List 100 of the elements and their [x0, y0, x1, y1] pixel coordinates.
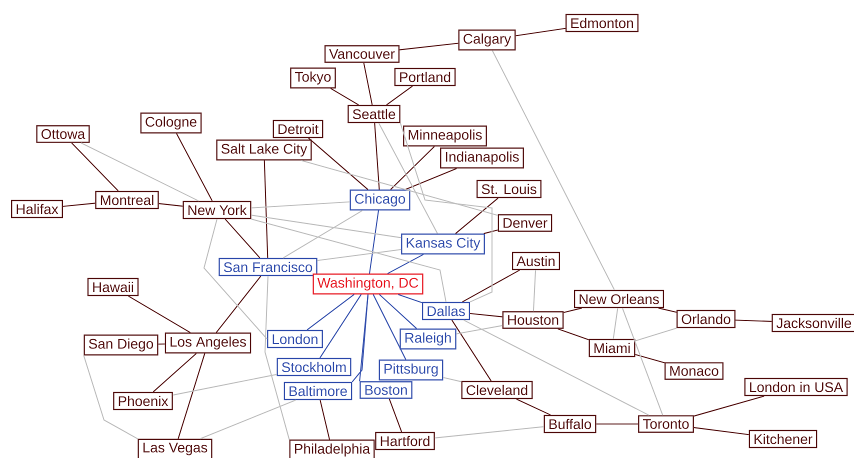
connector-line — [319, 294, 362, 358]
connector-line — [264, 276, 290, 440]
connector-line — [612, 308, 618, 339]
connector-line — [456, 325, 502, 334]
city-box: Stockholm — [276, 358, 352, 376]
connector-line — [443, 376, 462, 382]
connector-line — [224, 218, 260, 258]
city-box: London in USA — [744, 378, 848, 396]
connector-line — [363, 62, 373, 106]
city-box: New Orleans — [574, 290, 664, 308]
connector-line — [158, 203, 183, 207]
connector-line — [463, 320, 650, 416]
connector-line — [434, 426, 544, 438]
connector-line — [264, 160, 268, 258]
city-box: Denver — [498, 214, 552, 232]
city-box: Hawaii — [87, 278, 139, 296]
city-box: Calgary — [458, 30, 516, 50]
city-box: Jacksonville — [772, 314, 854, 332]
connector-line — [152, 353, 197, 392]
city-box: Hartford — [375, 432, 435, 450]
city-box: Pittsburg — [378, 360, 444, 380]
connector-line — [330, 88, 359, 106]
city-box: Montreal — [95, 190, 159, 210]
connector-line — [203, 218, 268, 340]
connector-line — [178, 353, 206, 439]
connector-line — [368, 210, 380, 274]
connector-line — [516, 398, 551, 416]
connector-line — [372, 294, 406, 360]
city-box: Washington, DC — [312, 274, 424, 294]
connector-line — [558, 328, 589, 340]
city-box: Chicago — [350, 190, 410, 210]
city-box: Toronto — [638, 415, 694, 433]
connector-line — [176, 133, 213, 202]
city-box: Kitchener — [748, 430, 818, 448]
city-box: Buffalo — [544, 414, 596, 434]
connector-line — [378, 122, 438, 234]
connector-line — [388, 398, 402, 432]
connector-line — [80, 142, 199, 202]
city-box: Cleveland — [461, 380, 533, 400]
city-box: Las Vegas — [138, 438, 212, 458]
connector-line — [216, 276, 262, 333]
city-box: Edmonton — [566, 14, 639, 32]
connector-line — [635, 328, 677, 342]
city-box: Indianapolis — [440, 148, 524, 168]
city-box: Los Angeles — [164, 332, 252, 354]
connector-line — [622, 308, 664, 416]
connector-line — [398, 294, 422, 304]
city-box: Seattle — [348, 104, 400, 124]
city-box: Ottowa — [36, 125, 90, 143]
connector-line — [484, 229, 498, 234]
connector-line — [251, 214, 402, 238]
connector-line — [596, 423, 638, 425]
connector-line — [251, 201, 350, 208]
connector-line — [306, 294, 354, 330]
connector-line — [386, 86, 413, 106]
connector-line — [251, 218, 447, 302]
connector-line — [694, 396, 764, 417]
city-box: Orlando — [676, 310, 736, 328]
connector-line — [400, 42, 458, 50]
connector-line — [71, 142, 119, 192]
city-box: Vancouver — [324, 45, 400, 63]
connector-line — [172, 374, 277, 396]
city-box: Minneapolis — [403, 126, 487, 146]
city-box: Baltimore — [284, 382, 352, 400]
connector-line — [62, 202, 96, 207]
connector-line — [694, 427, 749, 436]
connector-line — [658, 308, 677, 313]
connector-line — [83, 355, 138, 440]
connector-line — [451, 320, 492, 382]
connector-line — [301, 160, 498, 216]
city-box: Monaco — [664, 362, 724, 380]
city-box: Portland — [394, 68, 456, 86]
connector-line — [158, 343, 165, 345]
connector-line — [374, 123, 380, 190]
city-box: St. Louis — [476, 180, 542, 198]
connector-line — [532, 270, 536, 312]
city-box: Dallas — [422, 302, 470, 320]
connector-line — [564, 308, 582, 314]
connector-line — [492, 50, 615, 290]
city-box: Halifax — [11, 200, 63, 218]
city-box: New York — [182, 200, 252, 220]
connector-line — [735, 320, 772, 322]
connector-line — [282, 210, 363, 258]
connector-line — [387, 254, 424, 274]
city-box: Houston — [502, 311, 564, 329]
connector-line — [317, 248, 402, 262]
connector-line — [455, 198, 498, 234]
connector-line — [516, 28, 566, 36]
connector-line — [400, 122, 493, 302]
connector-line — [462, 270, 520, 302]
city-box: Austin — [512, 252, 560, 270]
connector-line — [320, 400, 330, 440]
city-box: San Francisco — [218, 258, 318, 276]
city-box: Raleigh — [400, 328, 456, 350]
connector-line — [200, 400, 296, 440]
connector-line — [128, 296, 191, 333]
city-box: Boston — [360, 381, 412, 399]
city-box: Philadelphia — [289, 440, 375, 458]
city-box: Cologne — [140, 112, 202, 134]
city-box: Detroit — [272, 120, 324, 138]
